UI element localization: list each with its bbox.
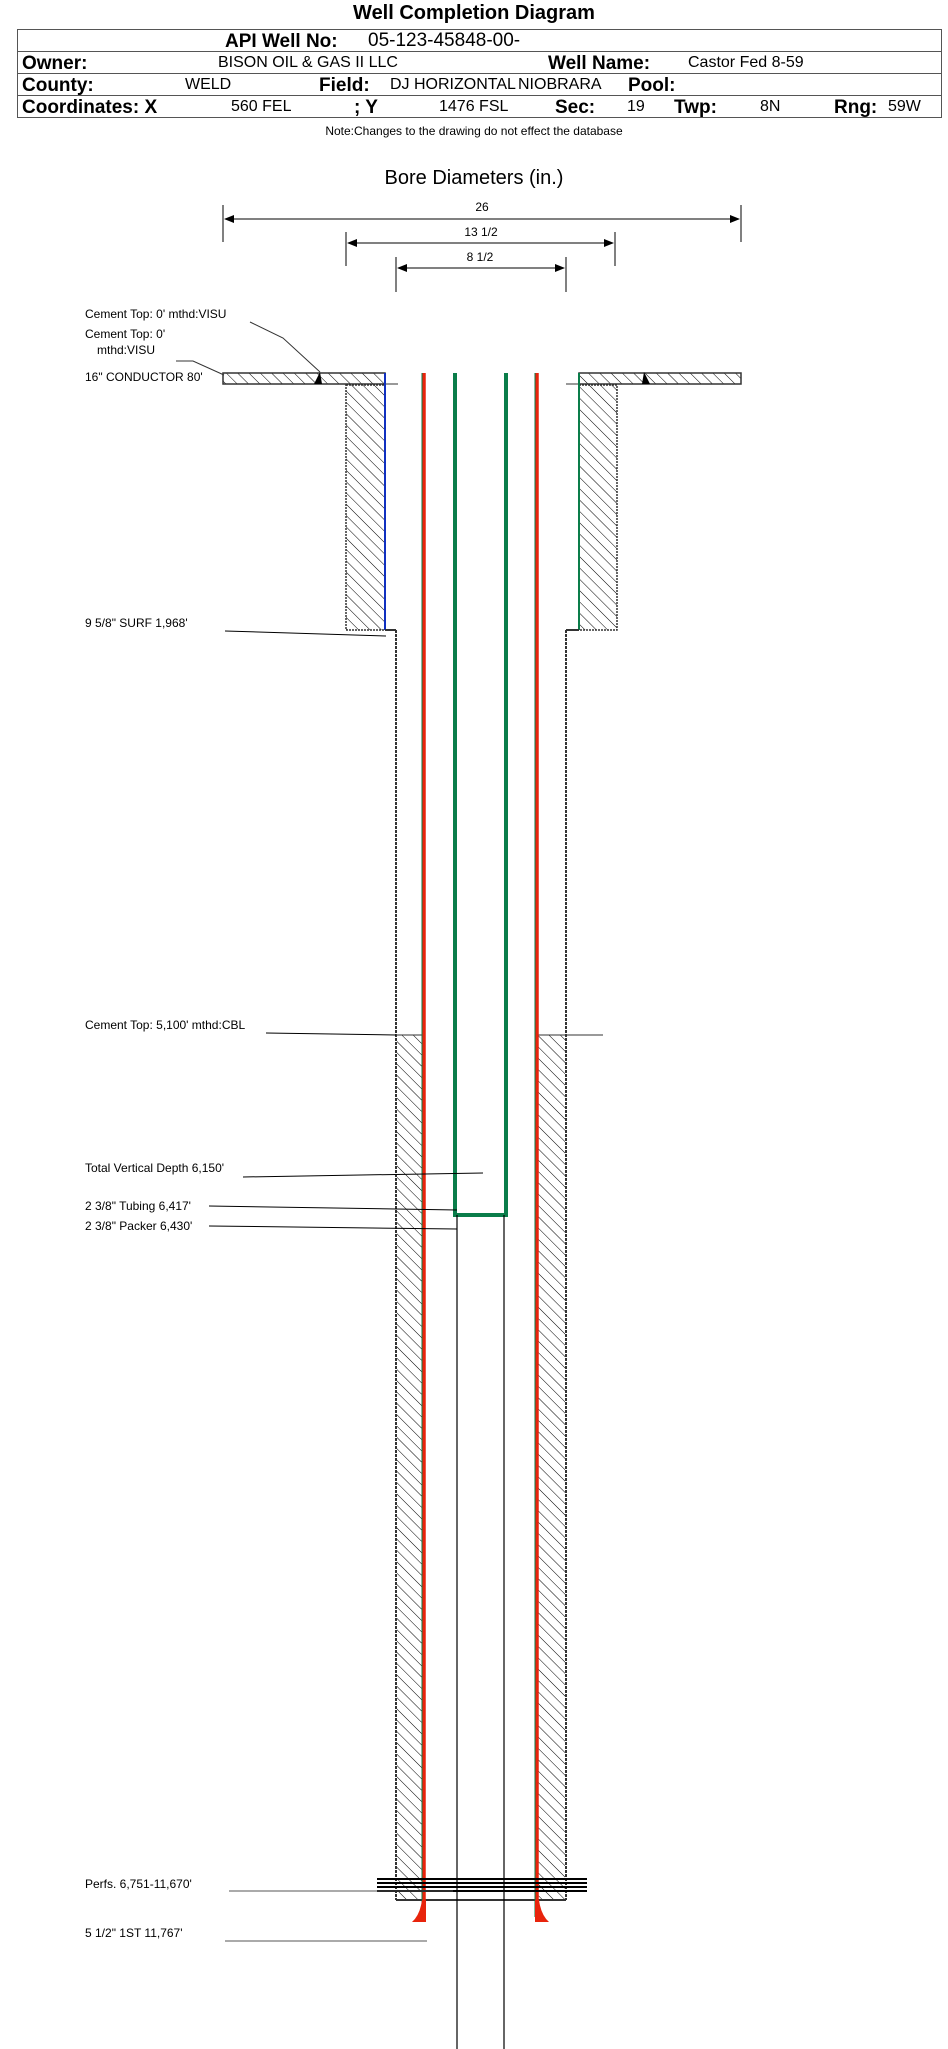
county-row: County: WELD Field: DJ HORIZONTAL NIOBRA… xyxy=(18,74,941,96)
cement-top-0-label-b1: Cement Top: 0' xyxy=(85,327,165,341)
cement-top-marker-icon xyxy=(642,372,650,384)
owner-label: Owner: xyxy=(22,53,88,74)
well-name-label: Well Name: xyxy=(548,53,651,74)
surface-casing-label: 9 5/8" SURF 1,968' xyxy=(85,616,188,630)
depth-labels: Cement Top: 0' mthd:VISU Cement Top: 0' … xyxy=(85,307,484,1942)
production-casing-label: 5 1/2" 1ST 11,767' xyxy=(85,1926,183,1940)
casing-shoe-icon xyxy=(535,1900,549,1922)
coordinates-row: Coordinates: X 560 FEL ; Y 1476 FSL Sec:… xyxy=(18,96,941,118)
packer-label: 2 3/8" Packer 6,430' xyxy=(85,1219,192,1233)
cement-top-0-label-a: Cement Top: 0' mthd:VISU xyxy=(85,307,226,321)
field-value-line1: DJ HORIZONTAL xyxy=(390,76,516,93)
county-value: WELD xyxy=(185,76,232,93)
coord-x-label: Coordinates: X xyxy=(22,97,158,118)
api-value: 05-123-45848-00- xyxy=(368,30,521,51)
bore-dimension-13-1-2: 13 1/2 xyxy=(345,225,616,266)
cement-top-5100-label: Cement Top: 5,100' mthd:CBL xyxy=(85,1018,245,1032)
bore-diameters-title: Bore Diameters (in.) xyxy=(385,167,564,189)
sec-value: 19 xyxy=(627,98,645,115)
conductor-cement xyxy=(222,372,742,385)
well-header-table: API Well No: 05-123-45848-00- Owner: BIS… xyxy=(17,29,942,118)
conductor-label: 16" CONDUCTOR 80' xyxy=(85,370,203,384)
page-title: Well Completion Diagram xyxy=(353,2,595,24)
cement-top-0-label-b2: mthd:VISU xyxy=(97,343,155,357)
owner-row: Owner: BISON OIL & GAS II LLC Well Name:… xyxy=(18,52,941,74)
owner-value: BISON OIL & GAS II LLC xyxy=(218,54,398,71)
bore-8-1-2-label: 8 1/2 xyxy=(467,250,494,264)
bore-dimension-8-1-2: 8 1/2 xyxy=(395,250,567,292)
coord-y-label: ; Y xyxy=(354,97,378,118)
surface-casing-cement xyxy=(345,373,618,631)
bore-dimension-26: 26 xyxy=(222,200,742,242)
api-row: API Well No: 05-123-45848-00- xyxy=(18,30,941,52)
coord-y-value: 1476 FSL xyxy=(439,98,509,115)
production-cement xyxy=(396,1034,603,1899)
sec-label: Sec: xyxy=(555,97,596,118)
twp-value: 8N xyxy=(760,98,781,115)
twp-label: Twp: xyxy=(674,97,717,118)
field-label: Field: xyxy=(319,75,370,96)
perforations-label: Perfs. 6,751-11,670' xyxy=(85,1877,192,1891)
rng-value: 59W xyxy=(888,98,921,115)
tubing xyxy=(453,373,508,2049)
well-name-value: Castor Fed 8-59 xyxy=(688,54,804,71)
api-label: API Well No: xyxy=(225,31,338,52)
production-casing xyxy=(412,373,549,1922)
field-value-line2: NIOBRARA xyxy=(518,76,602,93)
bore-26-label: 26 xyxy=(475,200,489,214)
casing-shoe-icon xyxy=(412,1900,426,1922)
database-note: Note:Changes to the drawing do not effec… xyxy=(325,124,623,138)
rng-label: Rng: xyxy=(834,97,878,118)
tubing-label: 2 3/8" Tubing 6,417' xyxy=(85,1199,191,1213)
coord-x-value: 560 FEL xyxy=(231,98,292,115)
county-label: County: xyxy=(22,75,94,96)
tvd-label: Total Vertical Depth 6,150' xyxy=(85,1161,224,1175)
cement-top-marker-icon xyxy=(314,372,322,384)
bore-13-1-2-label: 13 1/2 xyxy=(464,225,498,239)
pool-label: Pool: xyxy=(628,75,676,96)
